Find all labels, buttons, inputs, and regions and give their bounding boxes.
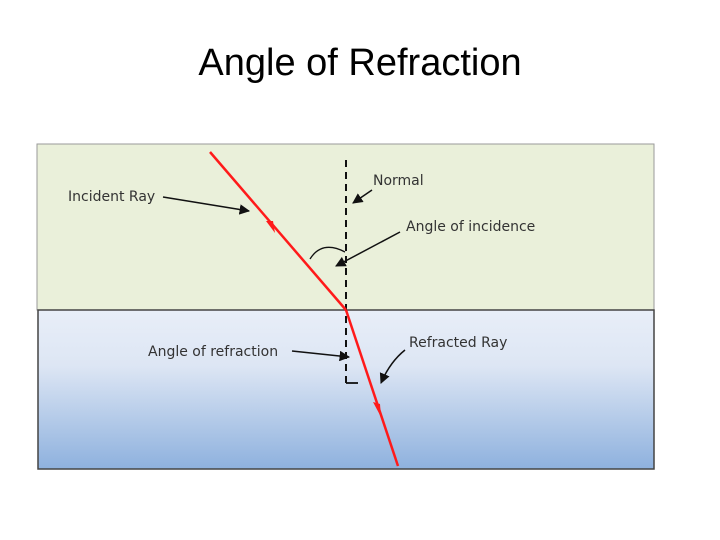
normal-label: Normal <box>373 173 424 189</box>
refracted-ray-arrowhead <box>373 402 381 417</box>
incident-ray <box>209 151 347 311</box>
refracted-ray-label: Refracted Ray <box>409 335 507 351</box>
incident-ray-pointer <box>162 196 251 215</box>
refracted-ray-pointer <box>379 349 406 384</box>
slide-title: Angle of Refraction <box>198 42 522 84</box>
incident-ray-label: Incident Ray <box>68 189 155 205</box>
angle-of-incidence-pointer <box>335 231 401 267</box>
incident-ray-arrowhead <box>266 221 275 233</box>
angle-of-refraction-label: Angle of refraction <box>148 344 278 360</box>
normal-pointer <box>352 189 373 204</box>
refracted-ray <box>344 309 400 467</box>
incidence-angle-arc <box>309 246 346 260</box>
angle-of-refraction-pointer <box>291 350 351 362</box>
angle-of-incidence-label: Angle of incidence <box>406 219 535 235</box>
